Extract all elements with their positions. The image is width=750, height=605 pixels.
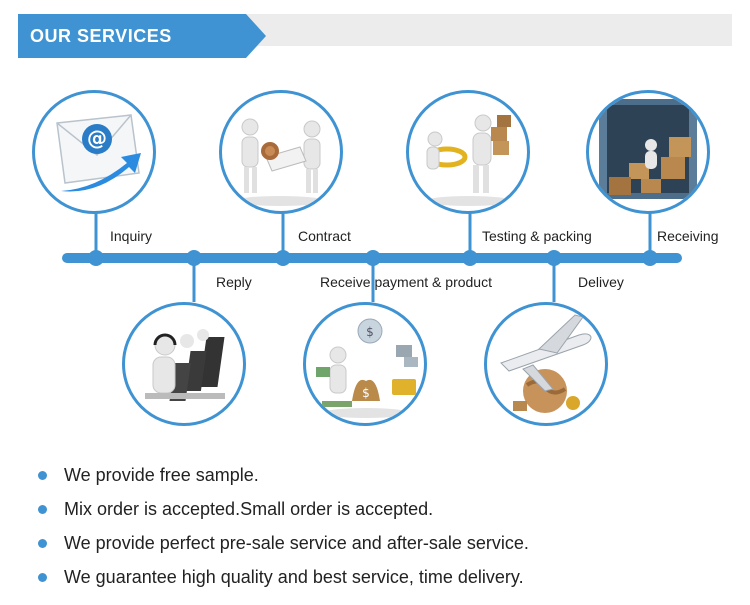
svg-text:$: $ [362, 386, 370, 400]
testing-packing-icon [406, 90, 530, 214]
svg-text:$: $ [366, 325, 374, 339]
handshake-contract-icon [219, 90, 343, 214]
section-title: OUR SERVICES [30, 26, 172, 46]
bullet-dot-icon [38, 471, 47, 480]
step-label-receive-payment: Receive payment & product [320, 274, 492, 290]
bullet-item: We guarantee high quality and best servi… [36, 560, 726, 594]
bullet-dot-icon [38, 539, 47, 548]
bullet-item: Mix order is accepted.Small order is acc… [36, 492, 726, 526]
step-label-reply: Reply [216, 274, 252, 290]
email-icon: @ [32, 90, 156, 214]
container-receiving-icon [586, 90, 710, 214]
step-label-testing-packing: Testing & packing [482, 228, 592, 244]
step-label-delivery: Delivey [578, 274, 624, 290]
svg-text:@: @ [87, 126, 107, 150]
bullet-item: We provide free sample. [36, 458, 726, 492]
bullet-dot-icon [38, 505, 47, 514]
step-label-receiving: Receiving [657, 228, 719, 244]
bullet-item: We provide perfect pre-sale service and … [36, 526, 726, 560]
step-label-contract: Contract [298, 228, 351, 244]
service-bullet-list: We provide free sample. Mix order is acc… [36, 458, 726, 594]
bullet-dot-icon [38, 573, 47, 582]
customer-service-icon [122, 302, 246, 426]
payment-icon: $ $ [303, 302, 427, 426]
step-label-inquiry: Inquiry [110, 228, 153, 244]
section-header: OUR SERVICES [18, 14, 266, 58]
airplane-delivery-icon [484, 302, 608, 426]
